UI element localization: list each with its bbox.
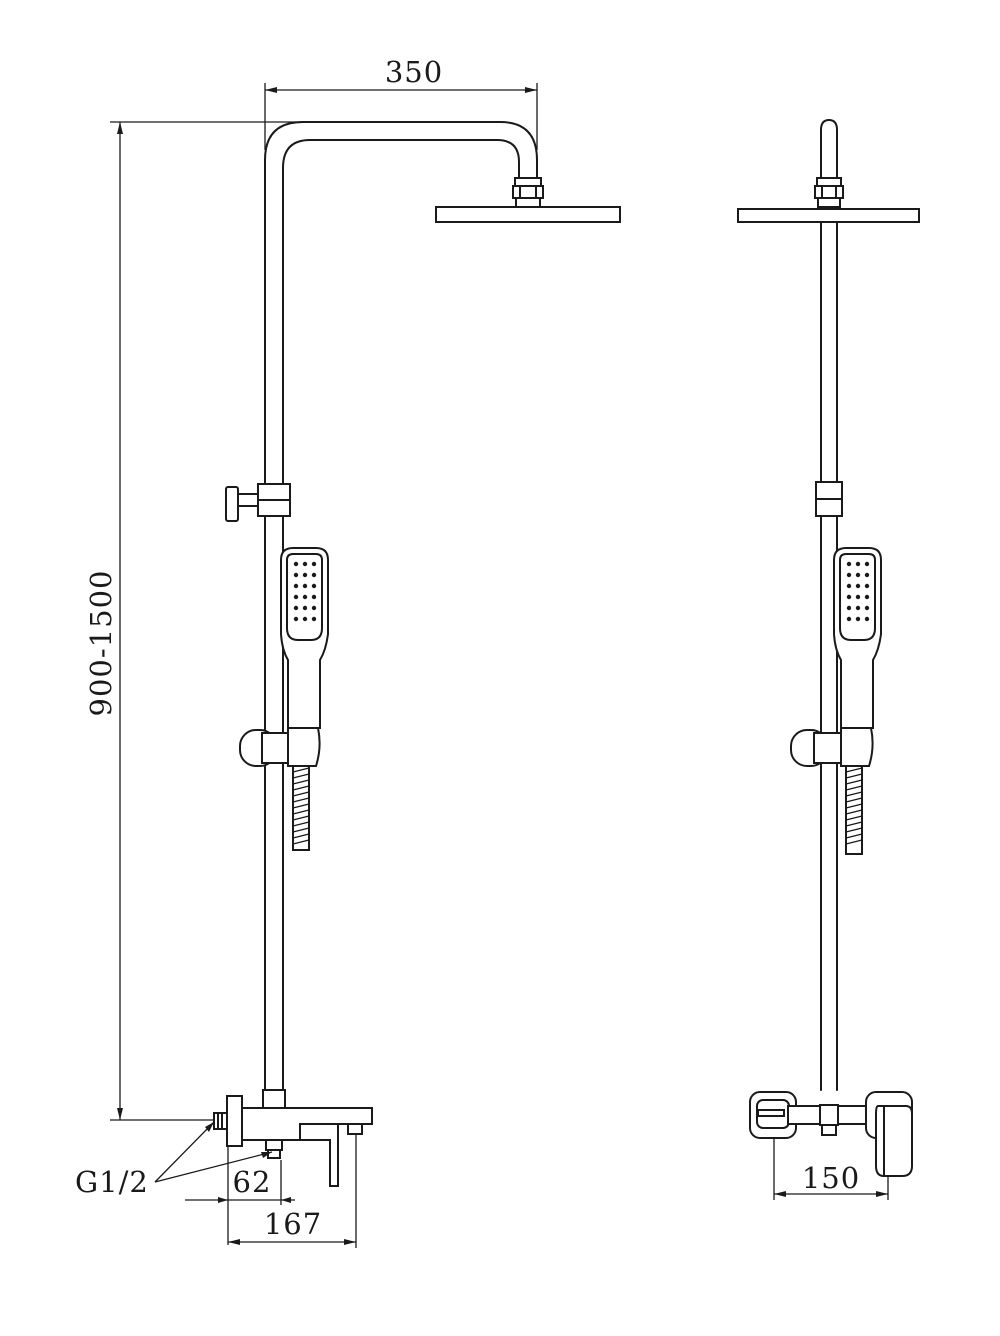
dimension-label-350: 350: [385, 55, 443, 89]
thread-label-g1-2: G1/2: [75, 1165, 149, 1199]
dimension-label-167: 167: [264, 1207, 322, 1241]
hose-ribs-side: [292, 767, 310, 845]
dimension-label-150: 150: [802, 1161, 860, 1195]
dimension-label-62: 62: [233, 1165, 272, 1199]
side-view-shower: [213, 121, 621, 1187]
hand-shower-nozzles-front: [846, 561, 870, 622]
front-view-shower: [737, 119, 920, 1177]
hand-shower-nozzles-side: [293, 561, 317, 622]
dimension-150: 150: [773, 1138, 889, 1200]
dimension-top-width: 350: [264, 55, 538, 150]
hose-ribs-front: [845, 767, 863, 845]
dimension-167: 167: [228, 1134, 357, 1248]
dimension-62: 62: [185, 1146, 295, 1245]
dimension-label-900-1500: 900-1500: [84, 570, 118, 717]
thread-leader: G1/2: [75, 1121, 273, 1199]
dimension-height: 900-1500: [84, 121, 298, 1121]
